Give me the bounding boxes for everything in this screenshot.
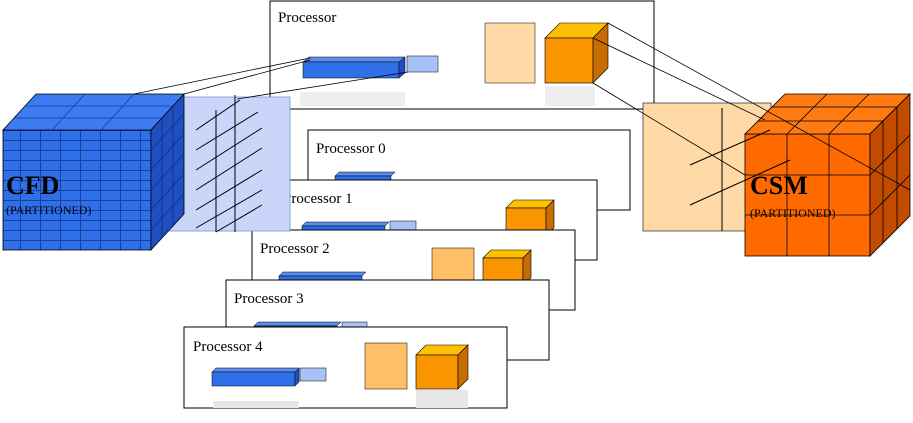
csm-block: CSM (PARTITIONED) [642, 93, 911, 257]
connector-lines [133, 22, 911, 191]
processor-4-label: Processor 4 [193, 339, 263, 355]
processor-4-csm-cube [415, 344, 469, 390]
csm-title: CSM [750, 171, 808, 200]
processor-2-label: Processor 2 [260, 241, 330, 257]
cfd-slice-hatching [195, 95, 263, 233]
processor-0-label: Processor 0 [316, 141, 386, 157]
processor-4-panel: Processor 4 [183, 326, 508, 409]
processor-main-label: Processor [278, 10, 336, 26]
processor-4-csm-slice [364, 342, 408, 390]
processor-main-cfd-bar [302, 55, 439, 79]
processor-3-label: Processor 3 [234, 291, 304, 307]
cfd-title: CFD [6, 171, 59, 200]
processor-4-cfd-bar [211, 367, 327, 387]
processor-main-csm-slice [484, 22, 536, 84]
processor-main-csm-cube [544, 22, 609, 84]
csm-subtitle: (PARTITIONED) [750, 206, 836, 220]
cfd-subtitle: (PARTITIONED) [6, 203, 92, 217]
processor-1-label: Processor 1 [283, 191, 353, 207]
processor-main-panel: Processor [269, 0, 655, 110]
cfd-block: CFD (PARTITIONED) [2, 92, 291, 252]
